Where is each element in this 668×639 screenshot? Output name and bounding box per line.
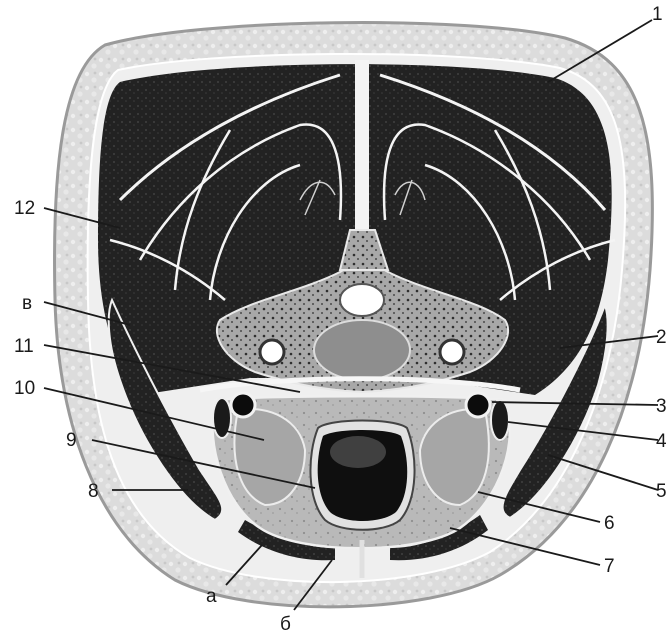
label-5: 5 [656, 481, 667, 502]
transverse-foramen-left [260, 340, 284, 364]
label-11: 11 [14, 336, 34, 357]
label-1: 1 [652, 4, 663, 25]
label-6: 6 [604, 513, 615, 534]
transverse-foramen-right [440, 340, 464, 364]
label-12: 12 [14, 198, 35, 219]
label-2: 2 [656, 327, 667, 348]
trachea-lumen-highlight [330, 436, 386, 468]
label-7: 7 [604, 556, 615, 577]
common-carotid-right [466, 393, 490, 417]
label-10: 10 [14, 378, 35, 399]
label-4: 4 [656, 431, 667, 452]
internal-jugular-right [491, 400, 509, 440]
label-a: а [206, 586, 217, 607]
common-carotid-left [231, 393, 255, 417]
label-b: б [280, 614, 291, 635]
label-3: 3 [656, 396, 667, 417]
label-9: 9 [66, 430, 77, 451]
spinal-canal [340, 284, 384, 316]
label-8: 8 [88, 481, 99, 502]
label-v: в [22, 293, 32, 314]
vertebral-body [314, 320, 410, 380]
